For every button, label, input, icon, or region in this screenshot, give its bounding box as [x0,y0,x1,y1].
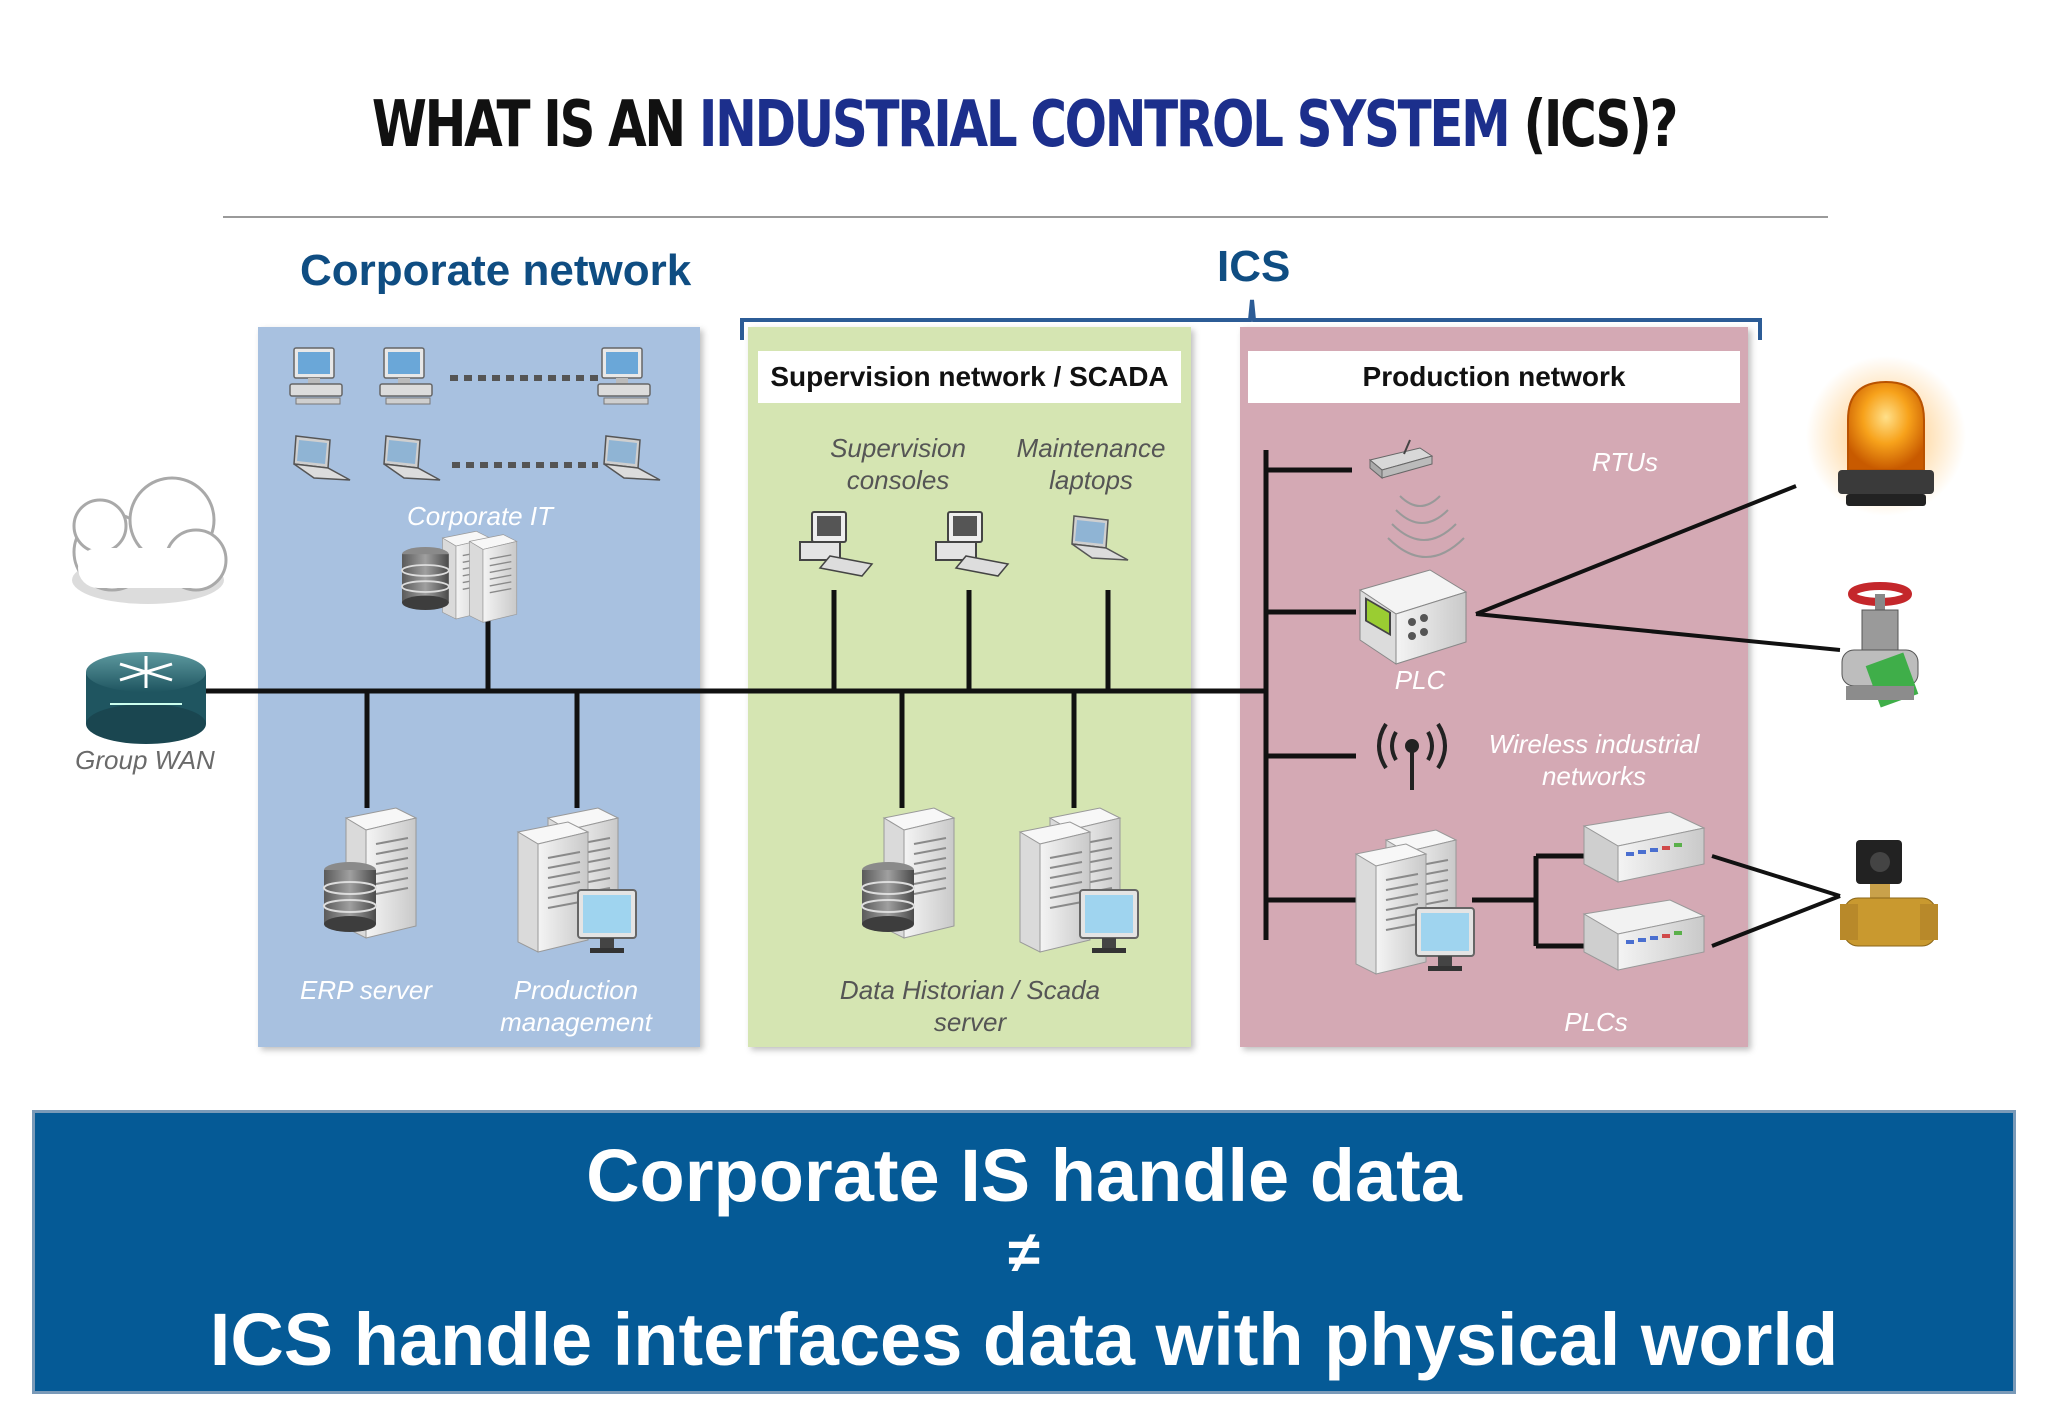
group-wan-label: Group WAN [75,745,215,775]
rtu-icon [1368,439,1465,558]
cloud-icon [72,476,228,604]
erp-server-label: ERP server [300,975,432,1005]
laptop-icon [1071,515,1129,561]
antenna-icon [1377,722,1447,790]
router-icon [86,652,206,744]
desktop-icon [597,347,651,405]
ics-heading: ICS [1217,242,1291,291]
production-server-icon [1355,829,1475,975]
production-management-icon [517,807,637,954]
title-part1: WHAT IS AN [371,88,699,162]
corporate-it-servers [401,530,518,624]
laptop-icon [383,435,441,481]
wireless-networks-label: Wireless industrial networks [1488,729,1700,791]
title-highlight: INDUSTRIAL CONTROL SYSTEM [698,88,1511,162]
valve-icon [1841,582,1919,708]
plc-module-icon [1583,811,1705,883]
banner-line-3: ICS handle interfaces data with physical… [209,1298,1839,1381]
erp-server-icon [323,807,417,939]
title-divider [223,216,1828,218]
data-historian-icon [861,807,1139,954]
title-part2: (ICS)? [1508,88,1678,162]
plc-module-icon [1583,899,1705,971]
supervision-zone-title: Supervision network / SCADA [758,351,1181,403]
production-zone-title: Production network [1248,351,1740,403]
banner-line-1: Corporate IS handle data [586,1134,1462,1217]
desktop-icon [289,347,343,405]
siren-icon [1806,356,1966,516]
data-historian-label: Data Historian / Scada server [839,975,1101,1037]
banner-line-2: ≠ [1008,1220,1040,1285]
supervision-consoles-label: Supervision consoles [830,433,966,495]
desktop-icon [379,347,433,405]
solenoid-valve-icon [1840,840,1938,947]
corporate-network-heading: Corporate network [300,246,692,295]
workstation-icon [935,511,1009,577]
workstation-icon [799,511,873,577]
plc-label: PLC [1394,665,1446,695]
corporate-it-label: Corporate IT [407,501,553,531]
conclusion-banner: Corporate IS handle data ≠ ICS handle in… [32,1110,2016,1394]
plcs-label: PLCs [1564,1007,1628,1037]
rtus-label: RTUs [1592,447,1658,477]
maintenance-laptops-label: Maintenance laptops [1016,433,1166,495]
plc-icon [1358,569,1468,665]
ics-brace [740,299,1762,340]
laptop-icon [293,435,351,481]
page-title: WHAT IS AN INDUSTRIAL CONTROL SYSTEM (IC… [225,88,1822,162]
production-management-label: Production management [500,975,652,1037]
laptop-icon [603,435,661,481]
